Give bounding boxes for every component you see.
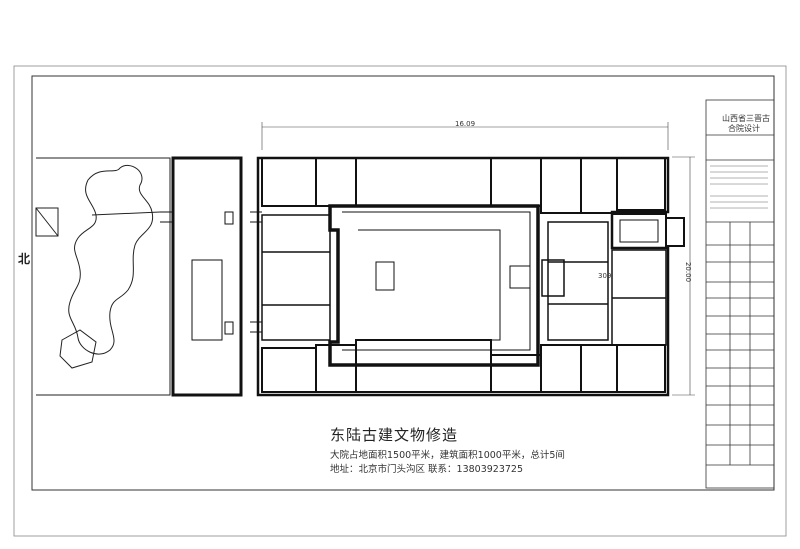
title-block-line-2: 合院设计 bbox=[728, 124, 760, 133]
company-name: 东陆古建文物修造 bbox=[330, 426, 459, 444]
title-block-line-1: 山西省三晋古 bbox=[722, 114, 770, 123]
compound-east-wing bbox=[547, 221, 667, 346]
company-info-line-2: 地址：北京市门头沟区 联系：13803923725 bbox=[330, 464, 524, 475]
garden bbox=[36, 157, 171, 396]
west-hall bbox=[171, 156, 243, 397]
east-gate bbox=[611, 213, 685, 249]
overall-width-dimension: 16.09 bbox=[455, 120, 476, 128]
title-block-notes bbox=[710, 165, 768, 209]
overall-depth-dimension: 20.00 bbox=[684, 261, 693, 283]
west-gate bbox=[35, 207, 59, 237]
north-label: 北 bbox=[18, 252, 31, 266]
company-info-line-1: 大院占地面积1500平米，建筑面积1000平米，总计5间 bbox=[330, 450, 565, 461]
inner-dimension: 309 bbox=[598, 272, 612, 280]
right-dimension-line bbox=[672, 156, 695, 396]
top-dimension-line bbox=[261, 122, 669, 150]
north-rooms bbox=[261, 157, 666, 214]
outer-frame bbox=[13, 65, 787, 537]
central-hall bbox=[328, 204, 565, 367]
title-block bbox=[705, 99, 775, 489]
door-ticks bbox=[160, 211, 262, 333]
pavilion-hexagon bbox=[59, 329, 97, 369]
rockery-outline bbox=[68, 164, 154, 355]
compound-west-wing bbox=[261, 214, 331, 341]
